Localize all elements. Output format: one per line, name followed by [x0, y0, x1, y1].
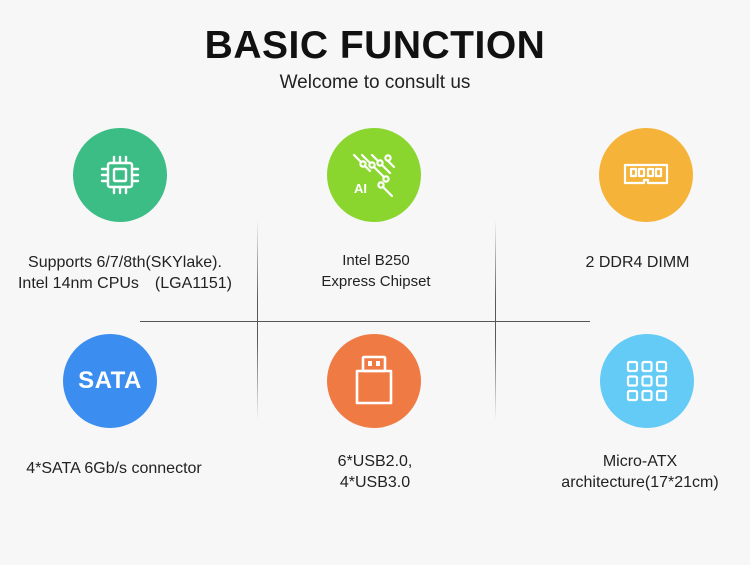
- cpu-feature-line2: Intel 14nm CPUs (LGA1151): [17, 275, 233, 292]
- sata-feature-circle: SATA: [63, 334, 157, 428]
- atx-feature-circle: [600, 334, 694, 428]
- cpu-feature-line1: Supports 6/7/8th(SKYlake).: [28, 254, 222, 271]
- chipset-feature-label: Intel B250 Express Chipset: [260, 250, 492, 292]
- memory-module-icon: [623, 163, 669, 185]
- grid-layout-icon: [626, 360, 668, 402]
- cpu-feature-label: Supports 6/7/8th(SKYlake). Intel 14nm CP…: [0, 252, 250, 294]
- divider-vertical-right: [495, 220, 496, 420]
- usb-feature-line2: 4*USB3.0: [339, 474, 411, 491]
- cpu-feature-circle: [73, 128, 167, 222]
- sata-icon: SATA: [78, 367, 142, 394]
- usb-feature-line1: 6*USB2.0,: [337, 453, 413, 470]
- page-title: BASIC FUNCTION: [204, 24, 546, 67]
- cpu-chip-icon: [100, 155, 140, 195]
- memory-feature-line1: 2 DDR4 DIMM: [585, 254, 690, 271]
- sata-feature-line1: 4*SATA 6Gb/s connector: [26, 460, 202, 477]
- chipset-feature-line2: Express Chipset: [321, 273, 431, 290]
- svg-text:AI: AI: [354, 181, 367, 196]
- usb-feature-circle: [327, 334, 421, 428]
- ai-circuit-icon: AI: [352, 153, 396, 198]
- divider-horizontal: [140, 321, 590, 322]
- usb-feature-label: 6*USB2.0, 4*USB3.0: [265, 451, 485, 493]
- page-subtitle: Welcome to consult us: [279, 72, 471, 93]
- usb-icon: [355, 355, 393, 405]
- atx-feature-line2: architecture(17*21cm): [561, 474, 719, 491]
- atx-feature-line1: Micro-ATX: [602, 453, 678, 470]
- memory-feature-label: 2 DDR4 DIMM: [525, 252, 750, 273]
- chipset-feature-circle: AI: [327, 128, 421, 222]
- atx-feature-label: Micro-ATX architecture(17*21cm): [535, 451, 745, 493]
- memory-feature-circle: [599, 128, 693, 222]
- divider-vertical-left: [257, 220, 258, 420]
- sata-feature-label: 4*SATA 6Gb/s connector: [0, 458, 228, 479]
- chipset-feature-line1: Intel B250: [342, 252, 410, 269]
